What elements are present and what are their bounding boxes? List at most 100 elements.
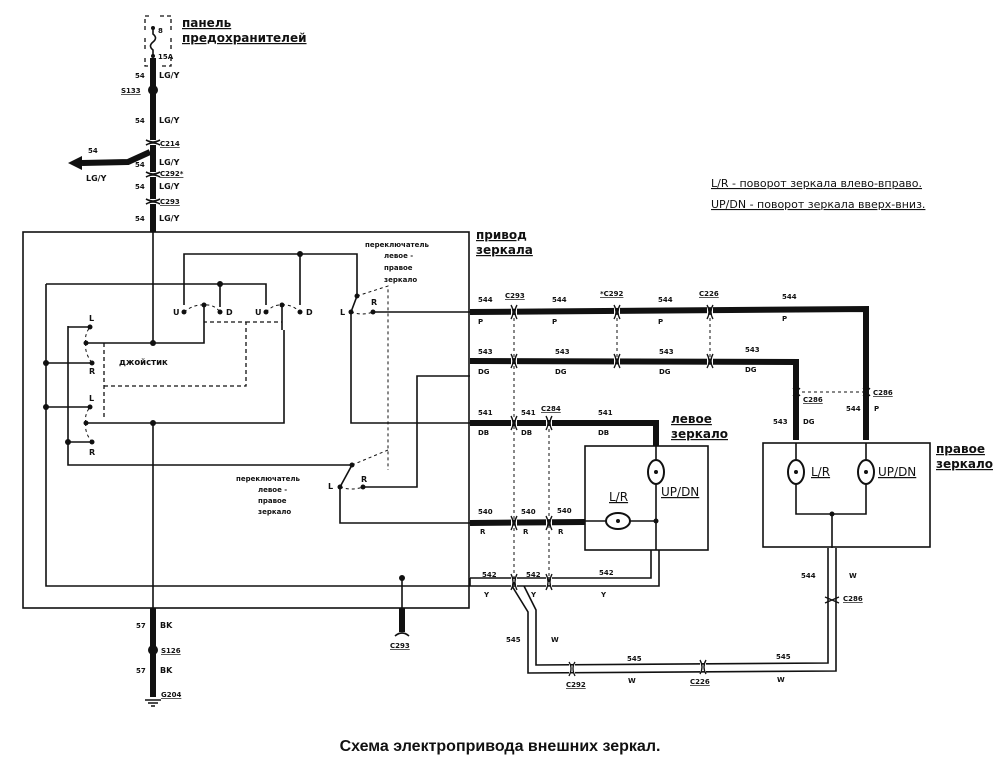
fuse-panel-label-2: предохранителей [182,31,307,45]
wire-number: 57 [136,622,146,630]
connector-label: C286 [803,396,823,404]
switch-label: переключатель [236,475,300,483]
wire-color: Y [600,591,607,599]
wire-number: 544 [552,296,567,304]
contact-label-l: L [89,314,94,323]
fuse-panel: 8 15A панель предохранителей [144,15,307,67]
wire-color: BK [160,666,173,675]
splice-s126-icon [148,645,158,655]
module-label-2: зеркала [476,243,533,257]
wire-color: LG/Y [159,71,180,80]
wire-number: 541 [521,409,536,417]
wire-color: R [480,528,486,536]
right-mirror-label-2: зеркало [936,457,993,471]
fuse-icon [149,28,157,56]
wire-number: 541 [478,409,493,417]
motor-lr-icon [787,459,805,485]
connector-label: C286 [843,595,863,603]
contact-label-r: R [361,475,367,484]
wire-number: 544 [658,296,673,304]
connector-label: C293 [160,198,180,206]
wire-color: LG/Y [159,116,180,125]
wire-color: P [478,318,483,326]
switch-label: левое - [384,252,413,260]
wire-number: 543 [773,418,788,426]
wire-color: DB [478,429,489,437]
wire-number: 543 [555,348,570,356]
wire-color: W [849,572,857,580]
splice-label: S133 [121,87,141,95]
fuse-number: 8 [158,27,163,35]
ground-icon [145,699,161,707]
right-mirror: правое зеркало L/R UP/DN [762,442,993,548]
contact-label-r: R [89,448,95,457]
joystick-label: джойстик [119,358,168,368]
splice-s133-icon [148,85,158,95]
ground-circuit: 57 BK S126 57 BK G204 C293 [136,608,410,707]
wire-number: 541 [598,409,613,417]
wire-color: W [628,677,636,685]
contact-label-l: L [89,394,94,403]
connector-label: C292 [566,681,586,689]
legend: L/R - поворот зеркала влево-вправо. UP/D… [711,177,925,211]
switch-label: зеркало [384,276,417,284]
wire-number: 544 [846,405,861,413]
contact-label-d: D [306,308,313,317]
contact-label-d: D [226,308,233,317]
wire-color: DB [598,429,609,437]
connector-label: C293 [390,642,410,650]
wire-number: 54 [135,161,145,169]
harness: 544 P C293 544 P *C292 544 P C226 544 P … [469,290,893,689]
wire-number: 545 [506,636,521,644]
connector-label: C284 [541,405,561,413]
wire-number: 543 [478,348,493,356]
right-mirror-label-1: правое [936,442,985,456]
wire-number: 540 [521,508,536,516]
contact-label-u: U [173,308,180,317]
contact-label-r: R [89,367,95,376]
left-mirror-label-2: зеркало [671,427,728,441]
switch-label: правое [258,497,287,505]
connector-label: C293 [505,292,525,300]
connector-icons [510,304,871,677]
legend-updn: UP/DN - поворот зеркала вверх-вниз. [711,198,925,211]
wire-color: DB [521,429,532,437]
connector-label: C292* [160,170,184,178]
wire-number: 540 [478,508,493,516]
contact-label-l: L [328,482,333,491]
wire-number: 542 [526,571,541,579]
motor-updn-icon [647,459,665,485]
connector-label: C226 [699,290,719,298]
switch-label: правое [384,264,413,272]
left-mirror-label-1: левое [671,412,712,426]
motor-updn-label: UP/DN [878,465,916,479]
mirror-control-module: привод зеркала L R [22,228,533,609]
wire-number: 545 [776,653,791,661]
wire-color: DG [478,368,490,376]
connector-label: C214 [160,140,180,148]
wire-color: LG/Y [159,214,180,223]
wire-color: DG [555,368,567,376]
splice-label: S126 [161,647,181,655]
wire-color: LG/Y [159,182,180,191]
contact-label-l: L [340,308,345,317]
wire-number: 542 [599,569,614,577]
fuse-panel-label-1: панель [182,16,232,30]
wire-color: P [552,318,557,326]
wire-color: R [523,528,529,536]
motor-updn-icon [857,459,875,485]
wire-number: 540 [557,507,572,515]
wire-color: W [551,636,559,644]
switch-label: переключатель [365,241,429,249]
wire-color: DG [803,418,815,426]
wire-color: LG/Y [86,174,107,183]
left-mirror: левое зеркало L/R UP/DN [584,412,728,551]
wire-number: 543 [659,348,674,356]
connector-label: C286 [873,389,893,397]
wire-number: 54 [135,183,145,191]
wire-number: 545 [627,655,642,663]
wire-color: W [777,676,785,684]
wire-color: P [874,405,879,413]
wire-number: 54 [135,215,145,223]
